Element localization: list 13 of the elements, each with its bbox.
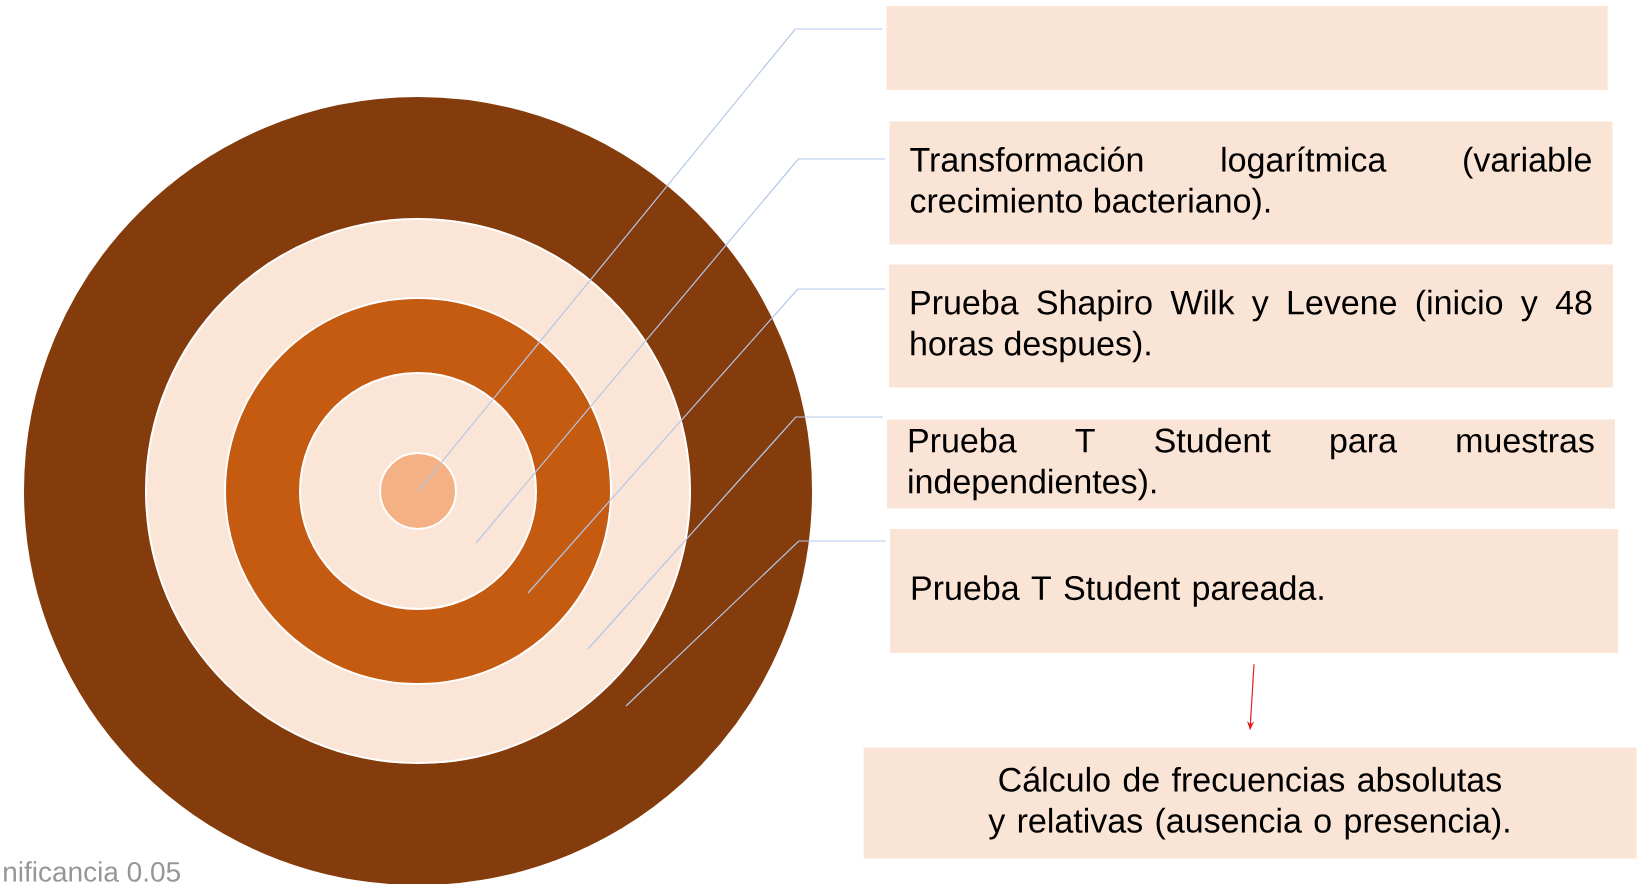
leader-line <box>475 158 886 544</box>
leader-line <box>527 288 886 594</box>
text-box: Prueba Shapiro Wilk y Levene (inicio y 48 horas despues). <box>889 264 1613 388</box>
text-box: Prueba T Student pareada. <box>890 529 1618 653</box>
center-disc <box>379 452 457 530</box>
text-box: Transformación logarítmica (variable crecimiento bacteriano). <box>889 121 1613 245</box>
leader-line <box>625 540 887 707</box>
note-text: nificancia 0.05 <box>4 861 180 882</box>
text-box: Prueba T Student para muestras independientes). <box>887 419 1615 509</box>
leader-line <box>417 28 883 492</box>
leader-line <box>587 416 884 650</box>
text-box <box>886 6 1608 90</box>
text-box: Cálculo de frecuencias absolutas y relativas (ausencia o presencia). <box>863 747 1637 859</box>
